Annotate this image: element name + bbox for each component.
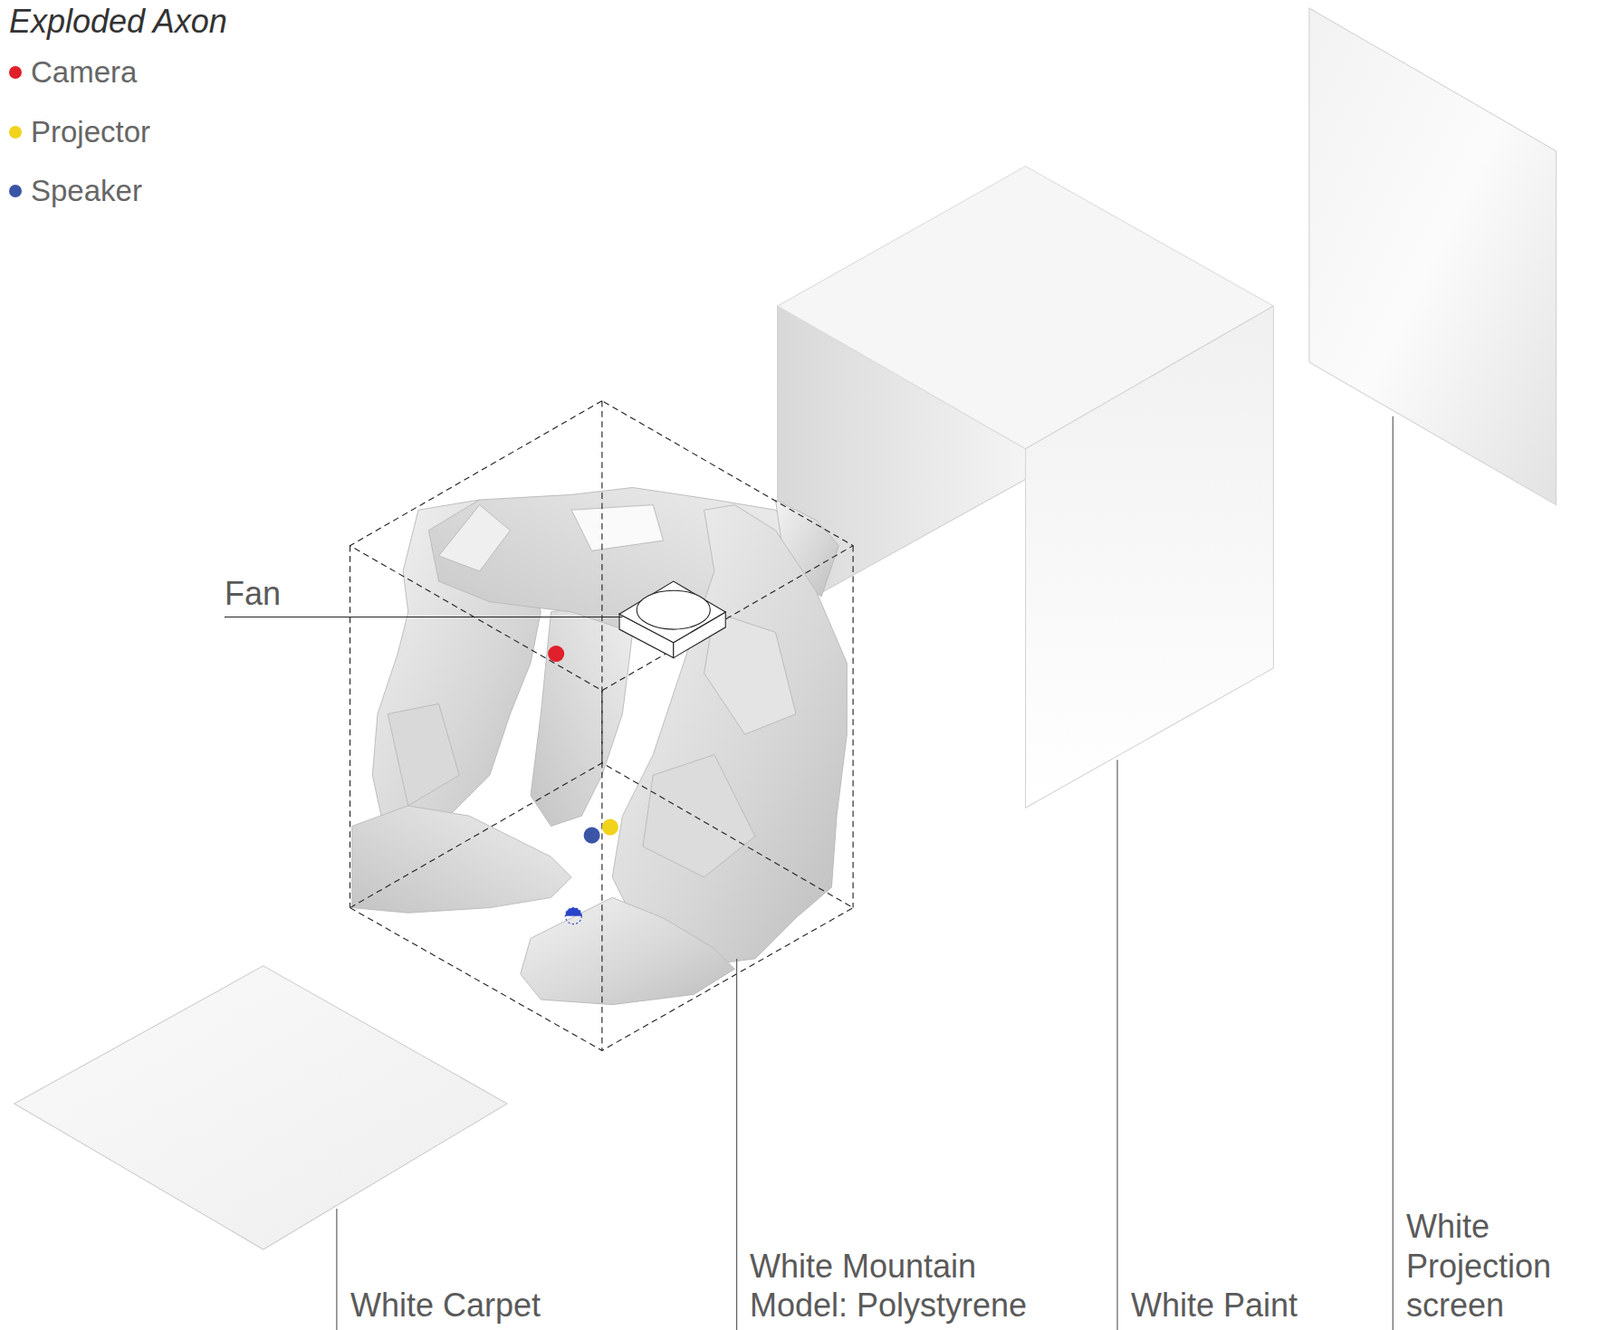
- speaker-dot: [584, 827, 601, 844]
- legend-swatch: [9, 66, 22, 79]
- camera-dot: [547, 645, 565, 662]
- screen-label: White Projection screen: [1406, 1207, 1592, 1325]
- legend-text: Projector: [30, 115, 151, 149]
- legend-item: Projector: [9, 115, 151, 149]
- carpet-label: White Carpet: [350, 1285, 541, 1325]
- projector-dot: [602, 819, 619, 836]
- legend-text: Camera: [30, 56, 137, 89]
- paint-label: White Paint: [1130, 1285, 1298, 1325]
- diagram-title: Exploded Axon: [9, 3, 228, 40]
- fan-symbol: [619, 581, 726, 658]
- speaker-dot-outline: [565, 908, 582, 925]
- projection-screen: [1309, 8, 1557, 506]
- bounding-cube: [350, 401, 854, 1052]
- speaker-dot-hidden: [565, 908, 582, 917]
- legend-swatch: [9, 184, 22, 198]
- legend-item: Camera: [9, 56, 137, 89]
- carpet-plane: [14, 966, 508, 1250]
- paint-box: [777, 166, 1275, 809]
- leader-lines: [336, 416, 1393, 1330]
- model-label: White Mountain Model: Polystyrene: [749, 1246, 1040, 1325]
- fan-label: Fan: [224, 577, 281, 611]
- fan-leader: [224, 616, 623, 618]
- legend-swatch: [9, 125, 22, 139]
- mountain-model: [352, 487, 848, 1005]
- legend-text: Speaker: [30, 174, 143, 208]
- legend-item: Speaker: [9, 174, 143, 208]
